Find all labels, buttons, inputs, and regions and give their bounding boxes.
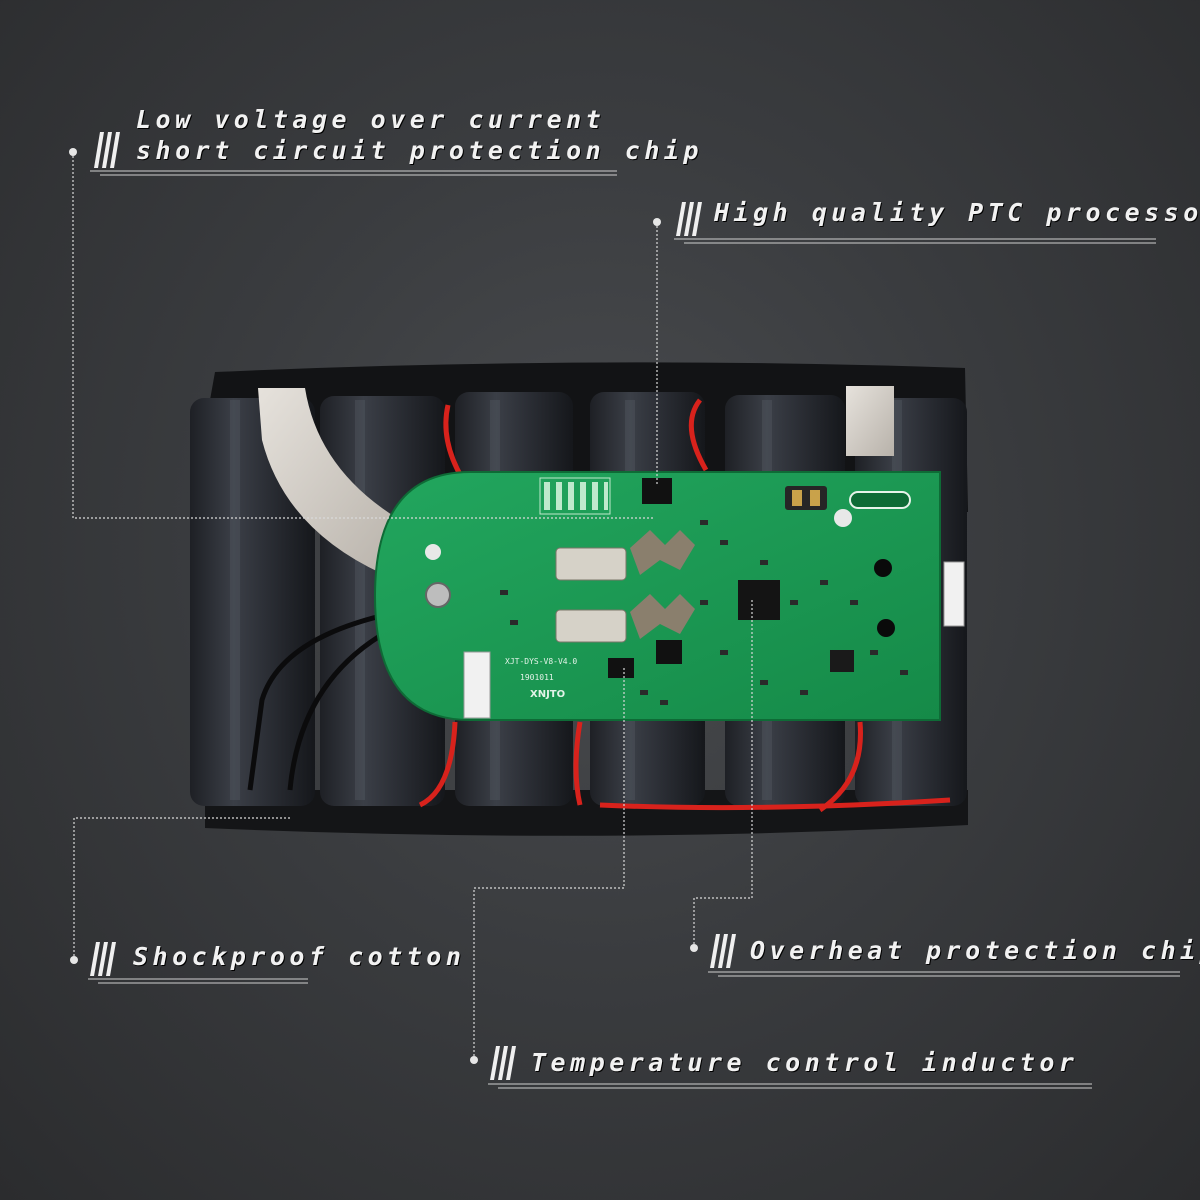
callout-underlines: [88, 170, 1180, 1089]
pcb-brand-text: XNJTO: [530, 689, 565, 700]
black-wires: [247, 612, 392, 791]
pcb-date-text: 1901011: [520, 673, 554, 682]
temperature-inductor: [608, 658, 634, 678]
callout-temperature-inductor: Temperature control inductor: [531, 1048, 1079, 1077]
callout-leaders: [72, 152, 753, 1060]
pcb-board: XJT-DYS-V8-V4.0 1901011 XNJTO: [373, 471, 965, 721]
callout-overheat-chip: Overheat protection chip: [750, 936, 1200, 965]
callout-ptc-processor: High quality PTC processor: [714, 198, 1200, 227]
callout-low-voltage-line1: Low voltage over current: [136, 105, 606, 134]
ptc-processor-chip: [642, 478, 672, 504]
overheat-protection-chip: [738, 580, 780, 620]
callout-low-voltage-line2: short circuit protection chip: [136, 136, 703, 165]
pcb-model-text: XJT-DYS-V8-V4.0: [505, 657, 577, 666]
callout-dots: [69, 148, 698, 1064]
callout-slashes: [90, 132, 736, 1080]
nickel-strips: [258, 386, 894, 575]
red-wires: [418, 398, 951, 813]
callout-shockproof-cotton: Shockproof cotton: [133, 942, 466, 971]
